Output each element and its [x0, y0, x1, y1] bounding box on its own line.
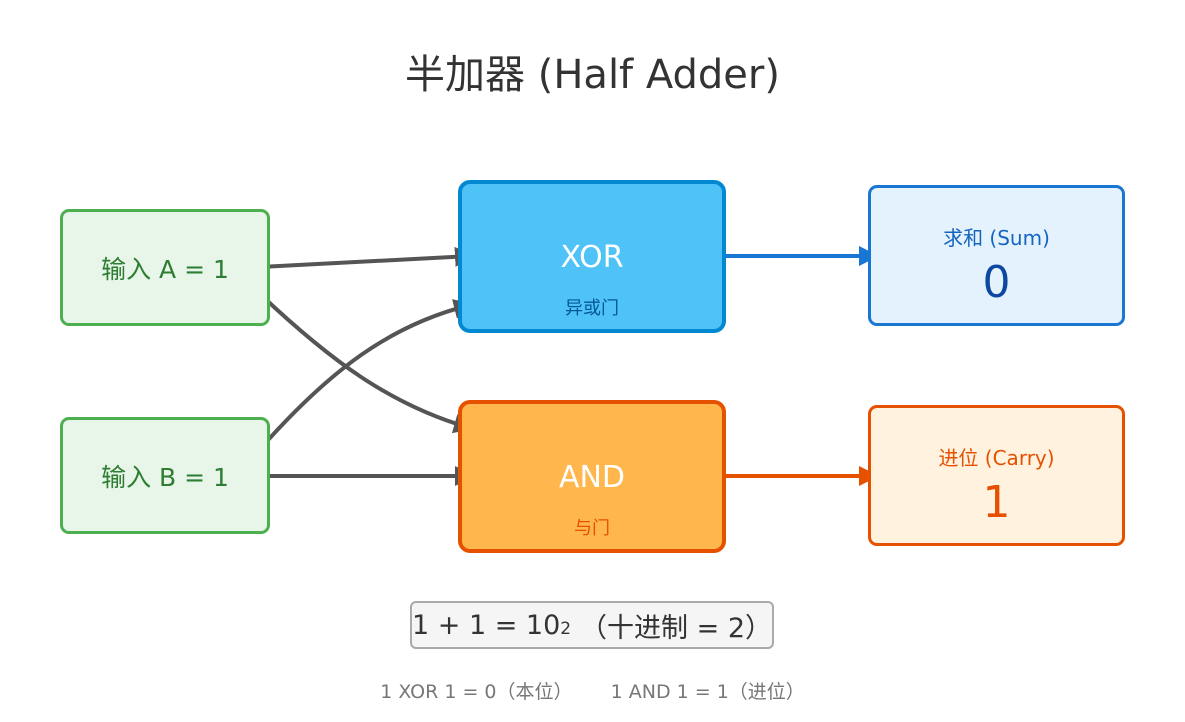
page-title: 半加器 (Half Adder) [405, 52, 780, 98]
carry-output: 进位 (Carry) 1 [868, 405, 1125, 546]
xor-gate-name: XOR [560, 240, 624, 275]
equation-rhs: （十进制 = 2） [580, 612, 772, 644]
input-a-label: 输入 A = 1 [101, 254, 229, 284]
and-gate-name: AND [558, 460, 626, 495]
carry-value: 1 [982, 477, 1011, 528]
sum-label: 求和 (Sum) [943, 226, 1050, 250]
xor-gate: XOR 异或门 [458, 180, 726, 333]
equation-lhs: 1 + 1 = 10 [412, 609, 561, 641]
input-a-box: 输入 A = 1 [60, 209, 270, 326]
input-b-label: 输入 B = 1 [101, 462, 229, 492]
input-b-box: 输入 B = 1 [60, 417, 270, 534]
and-gate-subtitle: 与门 [574, 518, 610, 539]
footnote: 1 XOR 1 = 0（本位） 1 AND 1 = 1（进位） [0, 677, 1185, 704]
wire-b-to-xor [258, 299, 474, 451]
xor-note: 1 XOR 1 = 0（本位） [380, 681, 573, 703]
sum-output: 求和 (Sum) 0 [868, 185, 1125, 326]
carry-label: 进位 (Carry) [938, 446, 1055, 470]
equation-subscript: 2 [560, 619, 572, 639]
and-note: 1 AND 1 = 1（进位） [610, 681, 805, 703]
sum-value: 0 [982, 257, 1011, 308]
wire-a-to-xor [258, 246, 475, 269]
xor-gate-subtitle: 异或门 [565, 298, 619, 319]
and-gate: AND 与门 [458, 400, 726, 553]
wire-a-to-and [258, 292, 474, 434]
